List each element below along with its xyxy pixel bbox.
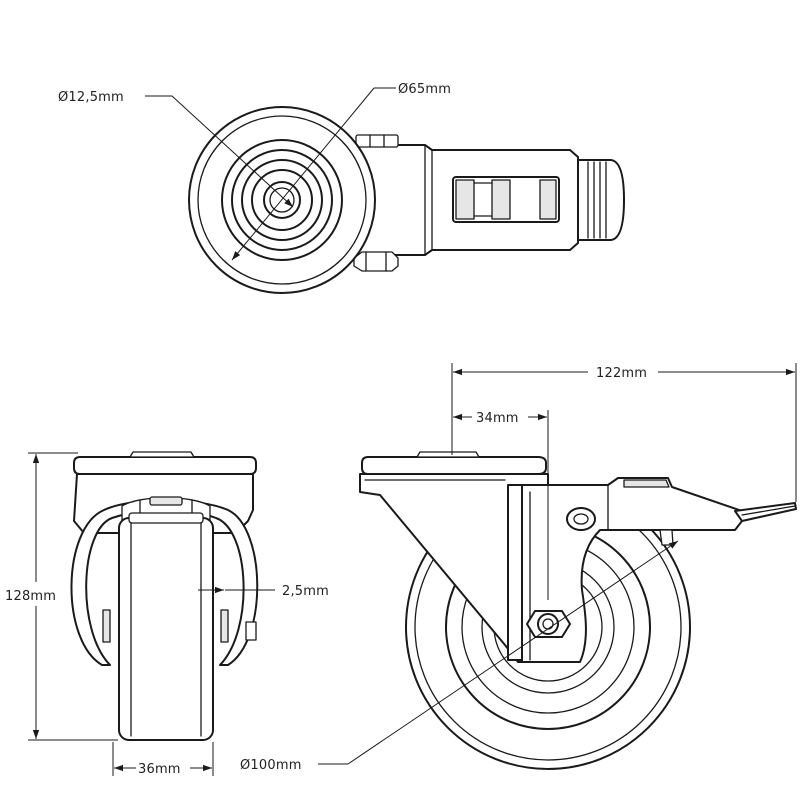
dim-total-length-label: 122mm bbox=[596, 366, 647, 381]
dim-wheel-width: 36mm bbox=[112, 742, 214, 777]
dim-hub-diameter: Ø65mm bbox=[231, 82, 451, 261]
dim-axle-bore-label: Ø12,5mm bbox=[58, 90, 124, 105]
side-view: 122mm 34mm Ø100mm bbox=[240, 363, 797, 773]
dim-axle-bore: Ø12,5mm bbox=[58, 90, 294, 208]
dim-total-length: 122mm bbox=[451, 363, 797, 502]
dim-total-height-label: 128mm bbox=[5, 589, 56, 604]
top-view-body bbox=[351, 134, 625, 272]
front-view: 128mm 2,5mm 36mm bbox=[5, 451, 329, 777]
dim-hub-diameter-label: Ø65mm bbox=[398, 82, 451, 97]
dim-plate-thickness: 2,5mm bbox=[198, 584, 329, 599]
top-view: Ø12,5mm Ø65mm bbox=[58, 82, 625, 294]
dim-wheel-diameter: Ø100mm bbox=[240, 540, 679, 773]
dim-offset-label: 34mm bbox=[476, 411, 519, 426]
dim-plate-thickness-label: 2,5mm bbox=[282, 584, 329, 599]
dim-wheel-diameter-label: Ø100mm bbox=[240, 758, 302, 773]
dim-wheel-width-label: 36mm bbox=[138, 762, 181, 777]
dim-offset: 34mm bbox=[453, 410, 549, 600]
dim-total-height: 128mm bbox=[5, 452, 118, 741]
